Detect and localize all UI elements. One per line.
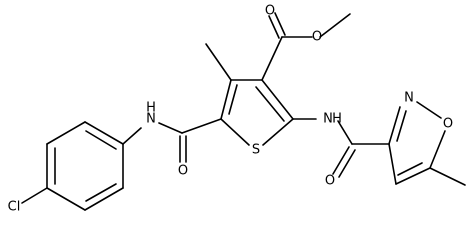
bond-ester-c-o-double-1 — [268, 15, 280, 39]
bond-ring-c3-c2 — [261, 79, 294, 120]
bond-isox-n-o — [416, 101, 442, 119]
bond-ring-c5-c4-inner — [228, 84, 238, 115]
bond-n-phenyl — [122, 127, 142, 145]
bond-isox-c5-c4 — [395, 167, 431, 185]
bond-ring-c5-c4 — [220, 79, 232, 120]
bond-isox-c3-n — [388, 106, 401, 145]
bond-ester-o-methyl — [319, 13, 351, 38]
bond-phenyl-cl — [21, 187, 48, 204]
bond-phenyl-1-inner — [85, 130, 117, 150]
atom-o-right-amide: O — [325, 174, 335, 189]
atom-n-isoxazole: N — [404, 91, 414, 106]
atom-o-ester-ether: O — [312, 30, 322, 45]
bond-c4-methyl — [205, 43, 232, 81]
bond-phenyl-1 — [84, 121, 124, 145]
bond-isox-c5-methyl — [429, 167, 466, 186]
bond-isox-c5-c4-inner — [397, 162, 423, 176]
molecule-diagram: O O N H O S N H O N O Cl — [7, 3, 466, 215]
atom-labels: O O N H O S N H O N O Cl — [8, 4, 453, 215]
bond-ring-s-c5 — [220, 118, 250, 146]
atom-cl: Cl — [8, 200, 21, 215]
bond-isox-c4-c3 — [388, 143, 397, 185]
atom-o-isoxazole: O — [443, 117, 453, 132]
bond-nh-amide-c — [337, 120, 353, 145]
bond-phenyl-5 — [84, 187, 124, 211]
bonds — [21, 12, 466, 211]
bond-ester-c-ring — [261, 36, 283, 81]
bond-ring-c2-s — [262, 118, 294, 146]
bond-c5-amide-c — [181, 118, 222, 134]
bond-isox-o-c5 — [429, 130, 446, 169]
bond-amide-right-c-o-2 — [338, 149, 356, 178]
bond-ring-c3-c2-inner — [255, 86, 285, 122]
atom-s-thiophene: S — [252, 143, 260, 158]
atom-o-ester-carbonyl: O — [265, 4, 275, 19]
bond-phenyl-5-inner — [85, 183, 117, 202]
atom-h-left-amide: H — [146, 101, 156, 116]
bond-ester-c-o-double-2 — [274, 12, 286, 36]
atom-n-right-amide: N — [323, 112, 333, 127]
bond-phenyl-4 — [46, 187, 86, 211]
bond-phenyl-2 — [46, 121, 86, 145]
bond-isox-c3-n-inner — [396, 110, 407, 142]
bond-amide-left-c-n — [158, 122, 183, 134]
atom-h-right-amide: H — [332, 112, 342, 127]
bond-amide-right-c-o-1 — [332, 146, 350, 175]
atom-n-left-amide: N — [146, 112, 156, 127]
atom-o-left-amide: O — [178, 164, 188, 179]
